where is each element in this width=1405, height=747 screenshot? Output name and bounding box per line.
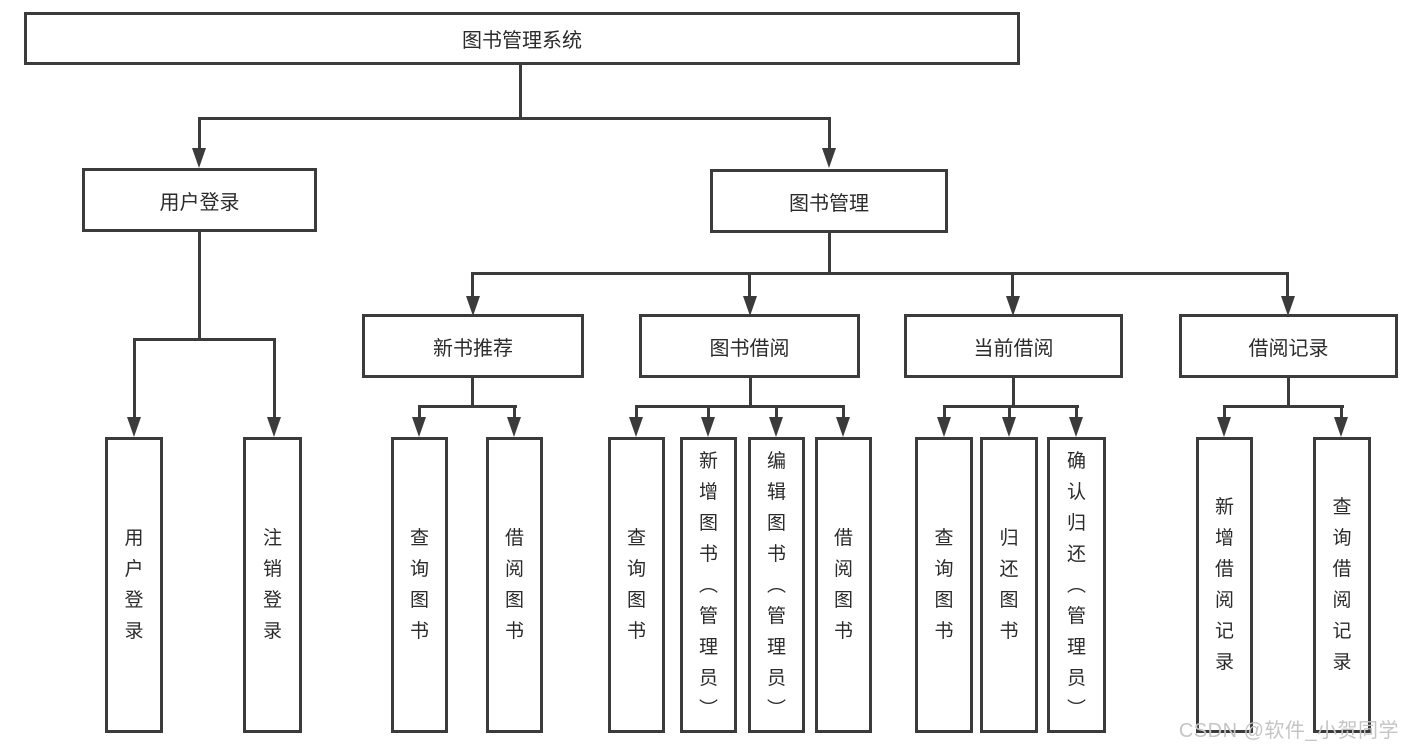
- connector-login-drop: [133, 340, 136, 418]
- leaf-borrow-add-book: 新 增 图 书 ︵ 管 理 员 ︶: [680, 437, 737, 733]
- arrowhead-g2-add-book: [701, 417, 715, 437]
- leaf-borrow-borrow-book: 借 阅 图 书: [815, 437, 872, 733]
- leaf-record-add: 新 增 借 阅 记 录: [1196, 437, 1253, 733]
- connector-g4-stem: [1287, 376, 1290, 407]
- connector-g4-c2-drop: [1340, 407, 1343, 418]
- node-user-login-label: 用户登录: [159, 191, 240, 214]
- leaf-user-login: 用 户 登 录: [105, 437, 163, 733]
- leaf-record-query: 查 询 借 阅 记 录: [1313, 437, 1371, 733]
- connector-g4-rail: [1223, 405, 1344, 408]
- connector-g3-c1-drop: [943, 407, 946, 418]
- leaf-rec-query-book: 查 询 图 书: [391, 437, 448, 733]
- connector-user-login-rail: [133, 338, 276, 341]
- connector-g2-stem: [749, 376, 752, 407]
- connector-g2-c1-drop: [635, 407, 638, 418]
- leaf-borrow-query-book: 查 询 图 书: [608, 437, 665, 733]
- connector-book-mgmt-stem: [828, 231, 831, 275]
- connector-g4-c1-drop: [1223, 407, 1226, 418]
- connector-g1-stem: [471, 376, 474, 407]
- arrowhead-current-borrow: [1006, 296, 1020, 316]
- connector-new-book-rec-drop: [471, 274, 474, 298]
- leaf-rec-borrow-book: 借 阅 图 书: [486, 437, 543, 733]
- connector-book-borrow-drop: [748, 274, 751, 298]
- connector-g3-c3-drop: [1075, 407, 1078, 418]
- arrowhead-new-book-rec: [466, 296, 480, 316]
- node-new-book-rec-label: 新书推荐: [433, 337, 513, 360]
- node-new-book-rec: 新书推荐: [362, 314, 584, 378]
- connector-current-borrow-drop: [1011, 274, 1014, 298]
- node-current-borrow-label: 当前借阅: [973, 337, 1054, 360]
- connector-root-rail: [198, 117, 831, 120]
- node-root: 图书管理系统: [24, 12, 1020, 65]
- connector-user-login-stem: [198, 231, 201, 341]
- connector-g2-c3-drop: [775, 407, 778, 418]
- node-user-login: 用户登录: [82, 168, 317, 232]
- leaf-cur-query-book: 查 询 图 书: [915, 437, 973, 733]
- leaf-cur-return-book: 归 还 图 书: [980, 437, 1038, 733]
- arrowhead-g2-borrow-book: [836, 417, 850, 437]
- arrowhead-g3-confirm-return: [1069, 417, 1083, 437]
- arrowhead-g1-borrow-book: [507, 417, 521, 437]
- connector-g1-c1-drop: [418, 407, 421, 418]
- arrowhead-g2-query-book: [629, 417, 643, 437]
- node-book-borrow: 图书借阅: [639, 314, 860, 378]
- arrowhead-g2-edit-book: [769, 417, 783, 437]
- connector-g1-rail: [418, 405, 517, 408]
- leaf-cur-confirm-return: 确 认 归 还 ︵ 管 理 员 ︶: [1047, 437, 1106, 733]
- connector-root-stem: [519, 64, 522, 119]
- connector-borrow-record-drop: [1286, 274, 1289, 298]
- arrowhead-g1-query-book: [412, 417, 426, 437]
- connector-g2-rail: [635, 405, 845, 408]
- node-root-label: 图书管理系统: [462, 30, 582, 52]
- leaf-logout: 注 销 登 录: [243, 437, 302, 733]
- arrowhead-book-borrow: [743, 296, 757, 316]
- connector-g3-stem: [1012, 376, 1015, 407]
- connector-g2-c4-drop: [842, 407, 845, 418]
- node-borrow-record-label: 借阅记录: [1248, 337, 1329, 360]
- connector-user-login-drop: [198, 117, 201, 150]
- arrowhead-login: [127, 417, 141, 437]
- connector-g3-rail: [943, 405, 1079, 408]
- leaf-borrow-edit-book: 编 辑 图 书 ︵ 管 理 员 ︶: [748, 437, 805, 733]
- connector-book-mgmt-drop: [828, 117, 831, 150]
- arrowhead-borrow-record: [1281, 296, 1295, 316]
- connector-g3-c2-drop: [1008, 407, 1011, 418]
- arrowhead-g3-return-book: [1002, 417, 1016, 437]
- connector-g1-c2-drop: [513, 407, 516, 418]
- connector-book-mgmt-rail: [471, 272, 1289, 275]
- node-book-borrow-label: 图书借阅: [709, 337, 790, 360]
- connector-g2-c2-drop: [707, 407, 710, 418]
- arrowhead-g3-query-book: [937, 417, 951, 437]
- arrowhead-g4-add-record: [1217, 417, 1231, 437]
- node-borrow-record: 借阅记录: [1179, 314, 1398, 378]
- node-book-mgmt: 图书管理: [710, 169, 948, 233]
- node-current-borrow: 当前借阅: [904, 314, 1123, 378]
- arrowhead-logout: [267, 417, 281, 437]
- node-book-mgmt-label: 图书管理: [789, 192, 869, 215]
- arrowhead-g4-query-record: [1334, 417, 1348, 437]
- arrowhead-user-login: [192, 148, 206, 168]
- arrowhead-book-mgmt: [822, 148, 836, 168]
- connector-logout-drop: [273, 340, 276, 418]
- csdn-watermark: CSDN @软件_小贺同学: [1178, 720, 1399, 742]
